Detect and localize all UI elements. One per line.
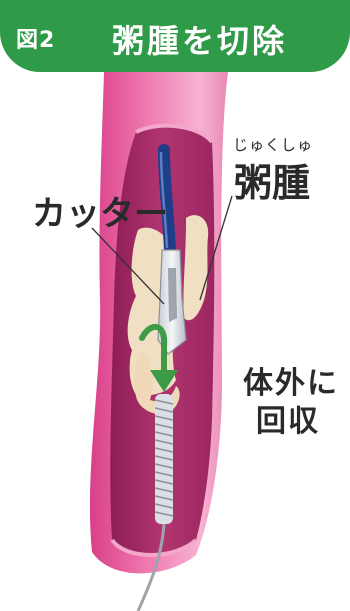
cutter-label: カッター bbox=[32, 194, 168, 234]
removal-label-line1: 体外に bbox=[243, 366, 339, 401]
removal-arrowhead bbox=[150, 370, 178, 392]
atheroma-label: 粥腫 bbox=[234, 161, 311, 205]
figure-title: 粥腫を切除 bbox=[112, 22, 288, 60]
removal-arrow bbox=[139, 324, 168, 375]
atheroma-reading: じゅくしゅ bbox=[233, 136, 314, 154]
guidewire bbox=[136, 523, 166, 611]
header-banner: 図2 粥腫を切除 bbox=[0, 0, 350, 72]
lumen-rim-top bbox=[135, 123, 214, 144]
figure-number: 図2 bbox=[16, 28, 56, 53]
catheter-shaft bbox=[158, 144, 176, 256]
catheter-highlight bbox=[159, 151, 169, 249]
guidewire-coil bbox=[154, 394, 174, 524]
removal-label-line2: 回収 bbox=[256, 404, 320, 439]
cutter-pointer-line bbox=[91, 227, 165, 305]
cutter-window bbox=[168, 268, 177, 322]
atheroma-pointer-line bbox=[199, 195, 233, 301]
lumen-rim-bottom bbox=[110, 538, 198, 557]
